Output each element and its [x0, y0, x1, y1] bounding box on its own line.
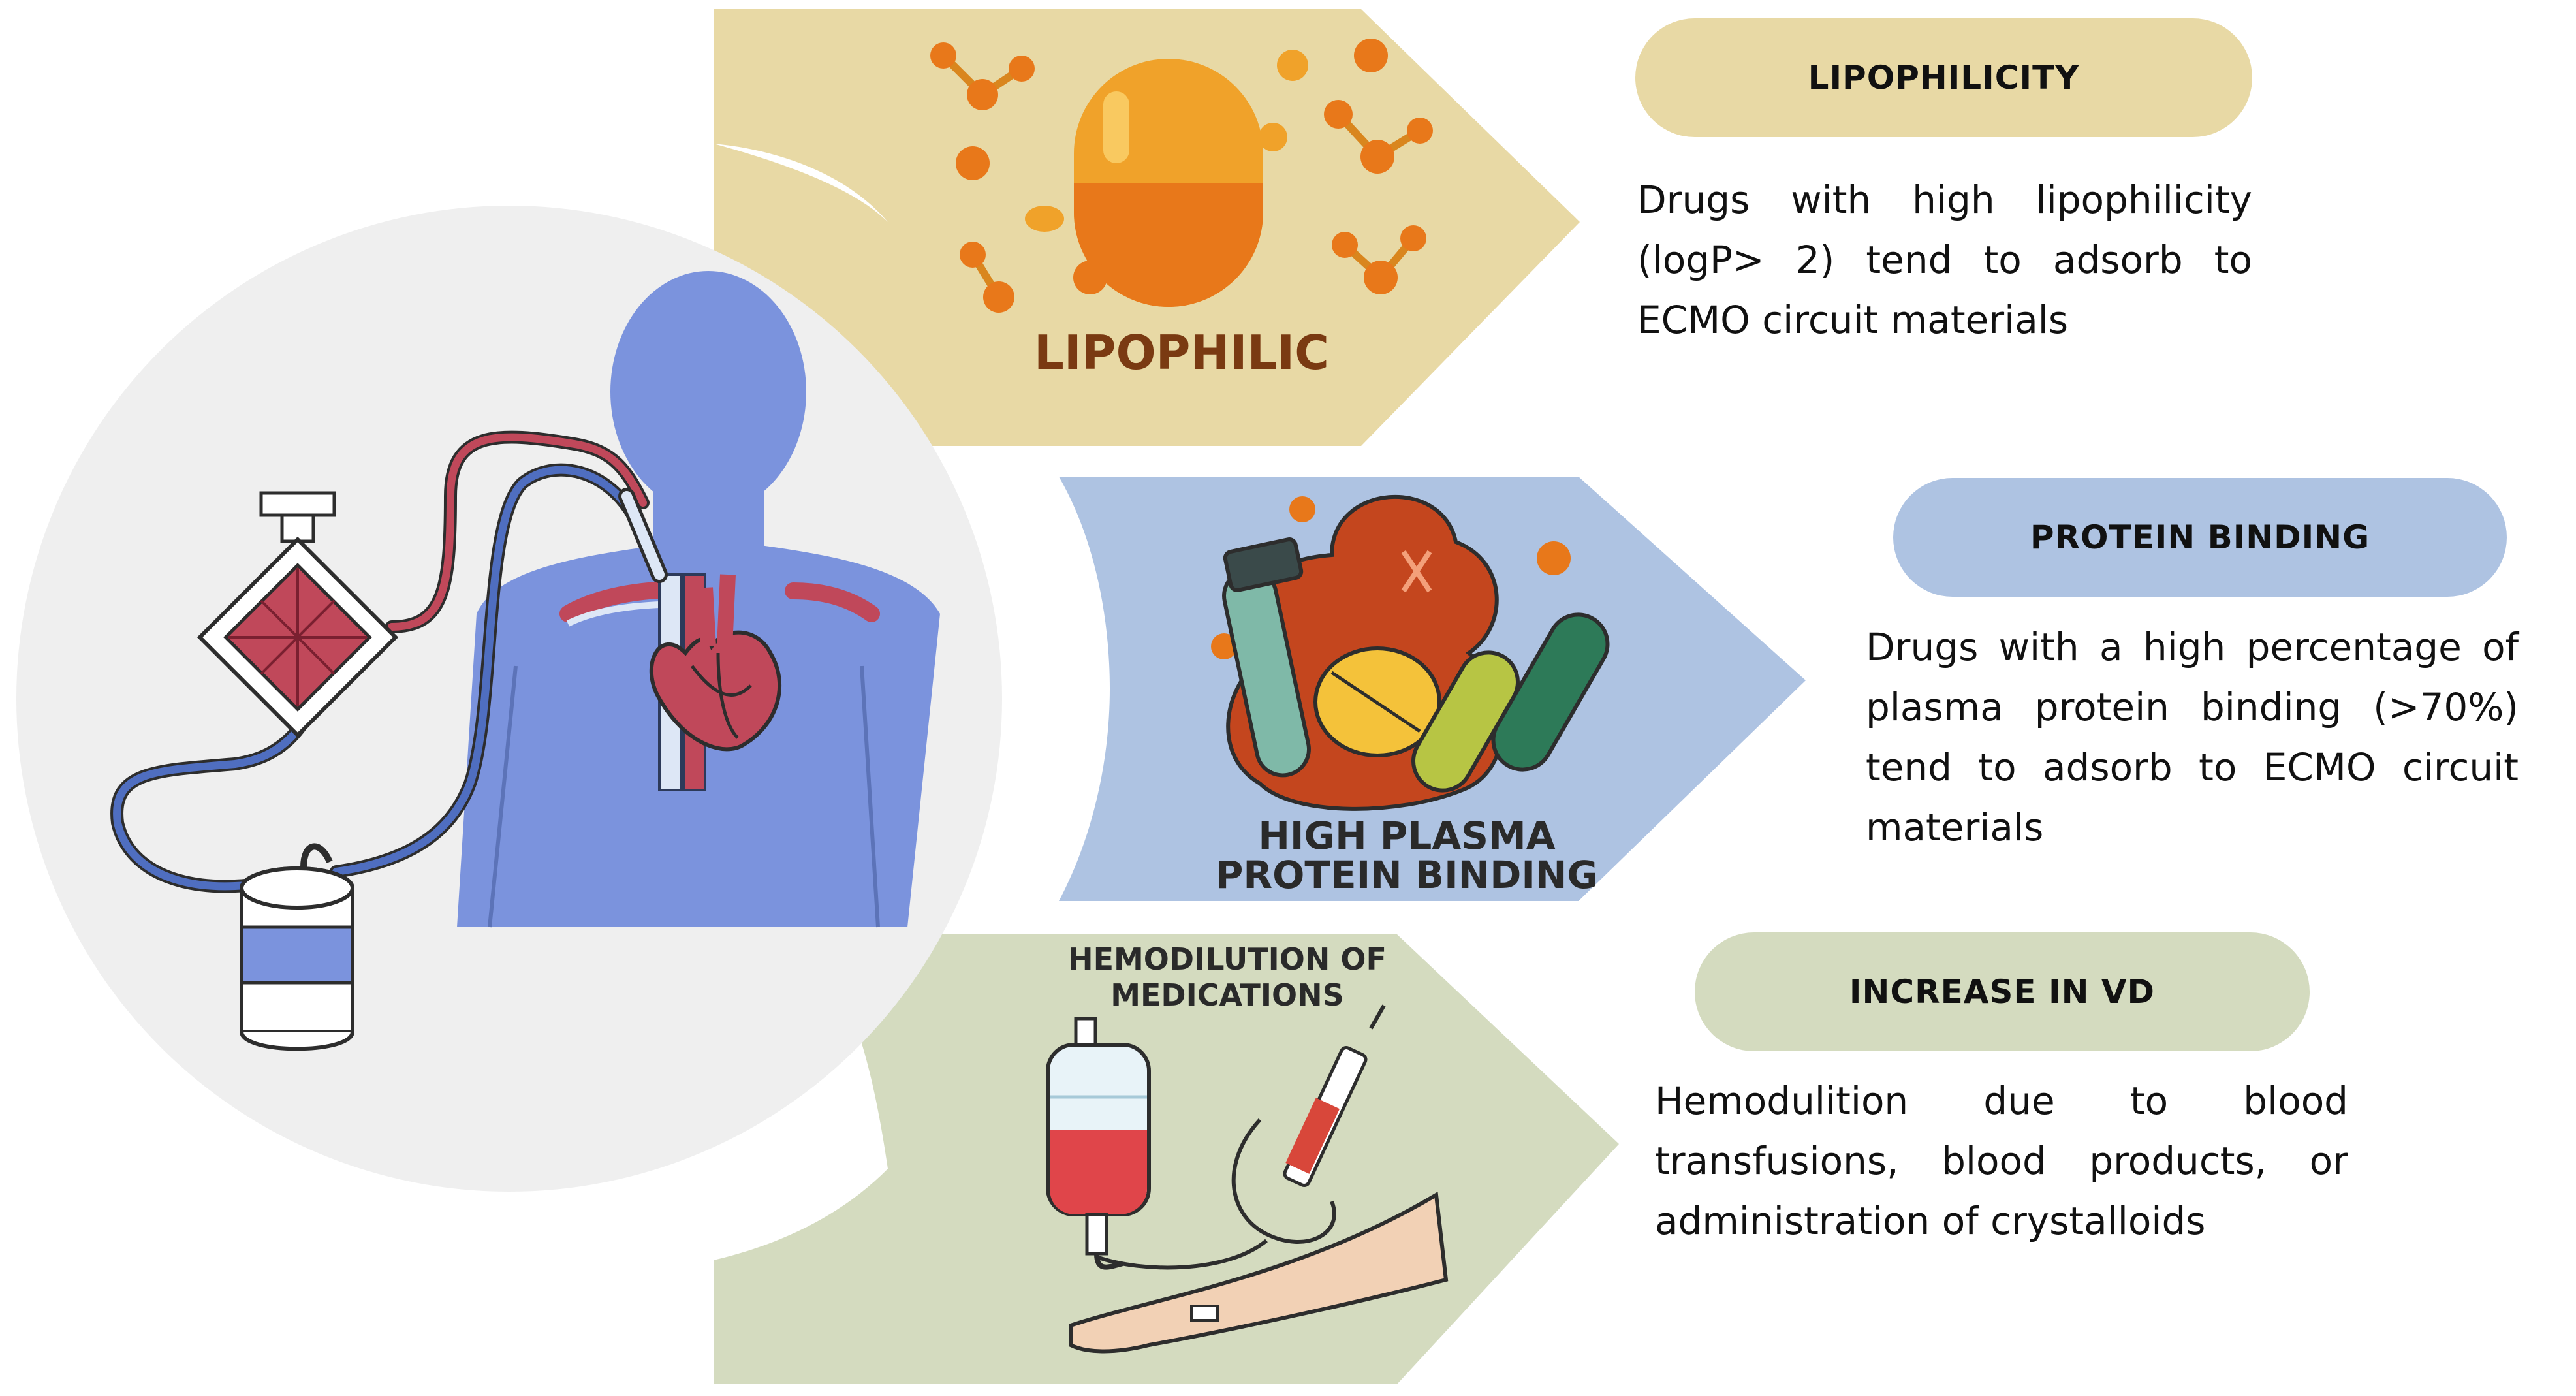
- hemodilution-caption-line2: MEDICATIONS: [1110, 977, 1344, 1013]
- lipophilicity-title-pill: LIPOPHILICITY: [1635, 18, 2252, 137]
- protein-line-1: Drugs with a high percentage of: [1866, 625, 2519, 669]
- protein-line-3: tend to adsorb to ECMO circuit: [1866, 745, 2519, 789]
- syringe-icon: [1231, 1004, 1386, 1244]
- protein-title: PROTEIN BINDING: [2030, 518, 2370, 556]
- protein-title-pill: PROTEIN BINDING: [1893, 478, 2507, 597]
- lipophilicity-line-3: ECMO circuit materials: [1637, 298, 2069, 342]
- vd-description: Hemodulition due to blood transfusions, …: [1655, 1071, 2348, 1251]
- lipophilicity-description: Drugs with high lipophilicity (logP> 2) …: [1637, 170, 2252, 350]
- protein-line-4: materials: [1866, 805, 2044, 849]
- lipophilicity-title: LIPOPHILICITY: [1808, 59, 2080, 97]
- arm-icon: [1069, 1192, 1449, 1354]
- capsule-icon: [1074, 59, 1263, 307]
- lipophilic-caption: LIPOPHILIC: [1034, 325, 1329, 380]
- vd-line-1: Hemodulition due to blood: [1655, 1079, 2348, 1123]
- lipophilicity-line-2: (logP> 2) tend to adsorb to: [1637, 238, 2252, 282]
- vd-title: INCREASE IN VD: [1849, 973, 2156, 1011]
- oxygenator-icon: [196, 491, 399, 738]
- protein-line-2: plasma protein binding (>70%): [1866, 685, 2519, 729]
- protein-caption-line2: PROTEIN BINDING: [1216, 853, 1598, 897]
- hemodilution-caption-line1: HEMODILUTION OF: [1068, 942, 1387, 977]
- test-tube-icon: [1222, 537, 1311, 778]
- protein-description: Drugs with a high percentage of plasma p…: [1866, 617, 2519, 857]
- iv-bag-icon: [1046, 1017, 1151, 1270]
- heart-icon: [649, 574, 781, 752]
- vd-title-pill: INCREASE IN VD: [1695, 932, 2310, 1051]
- ecmo-circuit-icon: [110, 430, 668, 893]
- tablet-icon: [1313, 646, 1441, 757]
- vd-line-2: transfusions, blood products, or: [1655, 1139, 2348, 1183]
- lipophilicity-line-1: Drugs with high lipophilicity: [1637, 178, 2252, 222]
- capsule-green-icon: [1411, 612, 1610, 793]
- pump-icon: [240, 843, 354, 1051]
- vd-line-3: administration of crystalloids: [1655, 1199, 2206, 1243]
- protein-caption-line1: HIGH PLASMA: [1258, 814, 1555, 858]
